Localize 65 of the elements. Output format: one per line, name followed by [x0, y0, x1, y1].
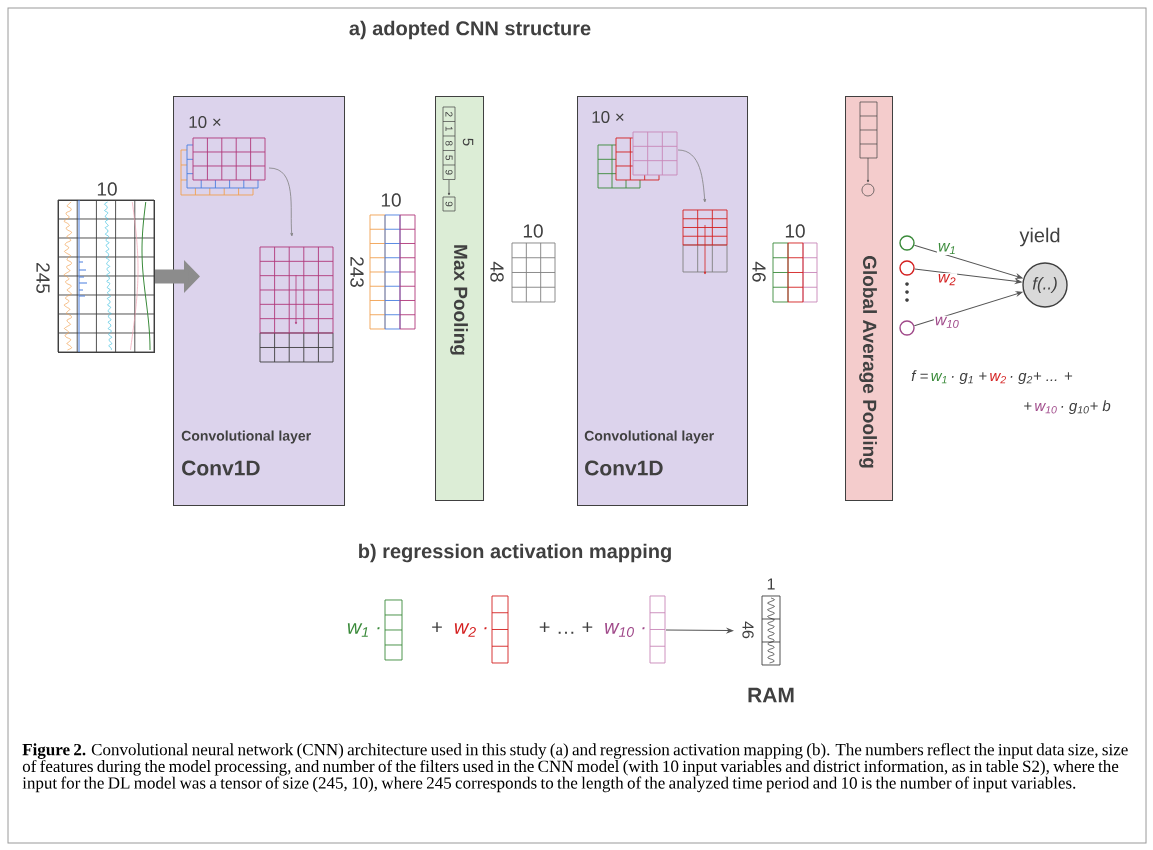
formula-term: w$_{2}$	[990, 373, 1006, 384]
arrow	[665, 628, 734, 633]
formula-term: f =	[911, 370, 928, 381]
plus-sign: +	[432, 622, 442, 632]
formula-term: w$_{10}$	[1035, 403, 1057, 414]
dimension-number: 245	[36, 263, 50, 294]
feature-vector-column	[649, 595, 666, 664]
panel-heading: b) regression activation mapping	[359, 543, 671, 563]
dimension-number: 10	[785, 224, 805, 238]
arrow	[913, 244, 1023, 279]
filter-count: 10 ×	[189, 116, 221, 128]
filter-count: 10 ×	[592, 111, 624, 123]
neuron-circle	[899, 320, 915, 336]
formula-term: · g$_{1}$ +	[951, 372, 987, 385]
pooling-label: Global Average Pooling	[859, 255, 877, 468]
arrow	[913, 291, 1023, 327]
pooling-band	[845, 96, 893, 501]
formula-term: · g$_{10}$+ b	[1061, 400, 1111, 415]
pool-size-number: 5	[462, 138, 474, 146]
feature-vector-column	[491, 595, 509, 664]
function-label: f(..)	[1032, 277, 1057, 293]
feature-vector-column	[384, 599, 403, 661]
layer-box	[173, 96, 345, 506]
dimension-number: 48	[490, 261, 504, 282]
figure-caption: Figure 2. Convolutional neural network (CNN) architecture used in this study (a) and regression activation mapping (b). The numbers reflect the input data size, size of features during the model processing, and number of the filters used in the CNN model (with 10 input variables and district information, as in table S2), where the input for the DL model was a tensor of size (245, 10), where 245 corresponds to the length of the analyzed time period and 10 is the number of input variables.	[22, 743, 1128, 793]
panel-heading: a) adopted CNN structure	[349, 20, 591, 40]
layer-label: Conv1D	[182, 460, 260, 476]
formula-term: · g$_{2}$+ ... +	[1010, 372, 1073, 385]
dimension-number: 243	[350, 257, 364, 287]
input-data-grid	[57, 199, 155, 353]
value-digit: 1	[445, 126, 453, 132]
value-digit: 5	[445, 155, 453, 161]
feature-map-grid	[772, 242, 818, 303]
dimension-number: 10	[97, 182, 117, 196]
formula-term: w$_{1}$	[931, 373, 947, 384]
dimension-number: 46	[752, 261, 766, 282]
neuron-circle	[899, 260, 915, 276]
dimension-number: 10	[381, 193, 401, 207]
dimension-number: 46	[742, 621, 754, 639]
arrow	[914, 268, 1022, 284]
layer-label: Convolutional layer	[181, 430, 311, 444]
value-digit: 8	[445, 140, 453, 146]
output-label: yield	[1019, 227, 1060, 247]
edge-label: w$_{10}$	[933, 315, 961, 329]
feature-map-grid	[369, 214, 416, 330]
sum-ellipsis: + … +	[539, 622, 593, 634]
value-digit: 9	[445, 169, 453, 175]
activation-map-column	[761, 595, 781, 666]
weight-term: w$_{2}$ ·	[454, 623, 487, 637]
pooling-label: Max Pooling	[450, 245, 468, 355]
dimension-number: 1	[767, 578, 775, 590]
value-digit: 9	[445, 201, 453, 207]
edge-label: w$_{1}$	[936, 241, 958, 255]
dimension-number: 10	[523, 224, 543, 238]
layer-label: Convolutional layer	[584, 430, 714, 444]
formula-term: +	[1024, 402, 1032, 410]
edge-label: w$_{2}$	[936, 273, 958, 287]
layer-label: Conv1D	[585, 460, 663, 476]
output-neuron-circle	[1022, 262, 1068, 308]
map-label: RAM	[748, 687, 794, 703]
pooling-band	[435, 96, 484, 501]
value-digit: 2	[445, 111, 453, 117]
neuron-circle	[899, 235, 915, 251]
layer-box	[577, 96, 748, 506]
feature-map-grid	[511, 242, 556, 303]
